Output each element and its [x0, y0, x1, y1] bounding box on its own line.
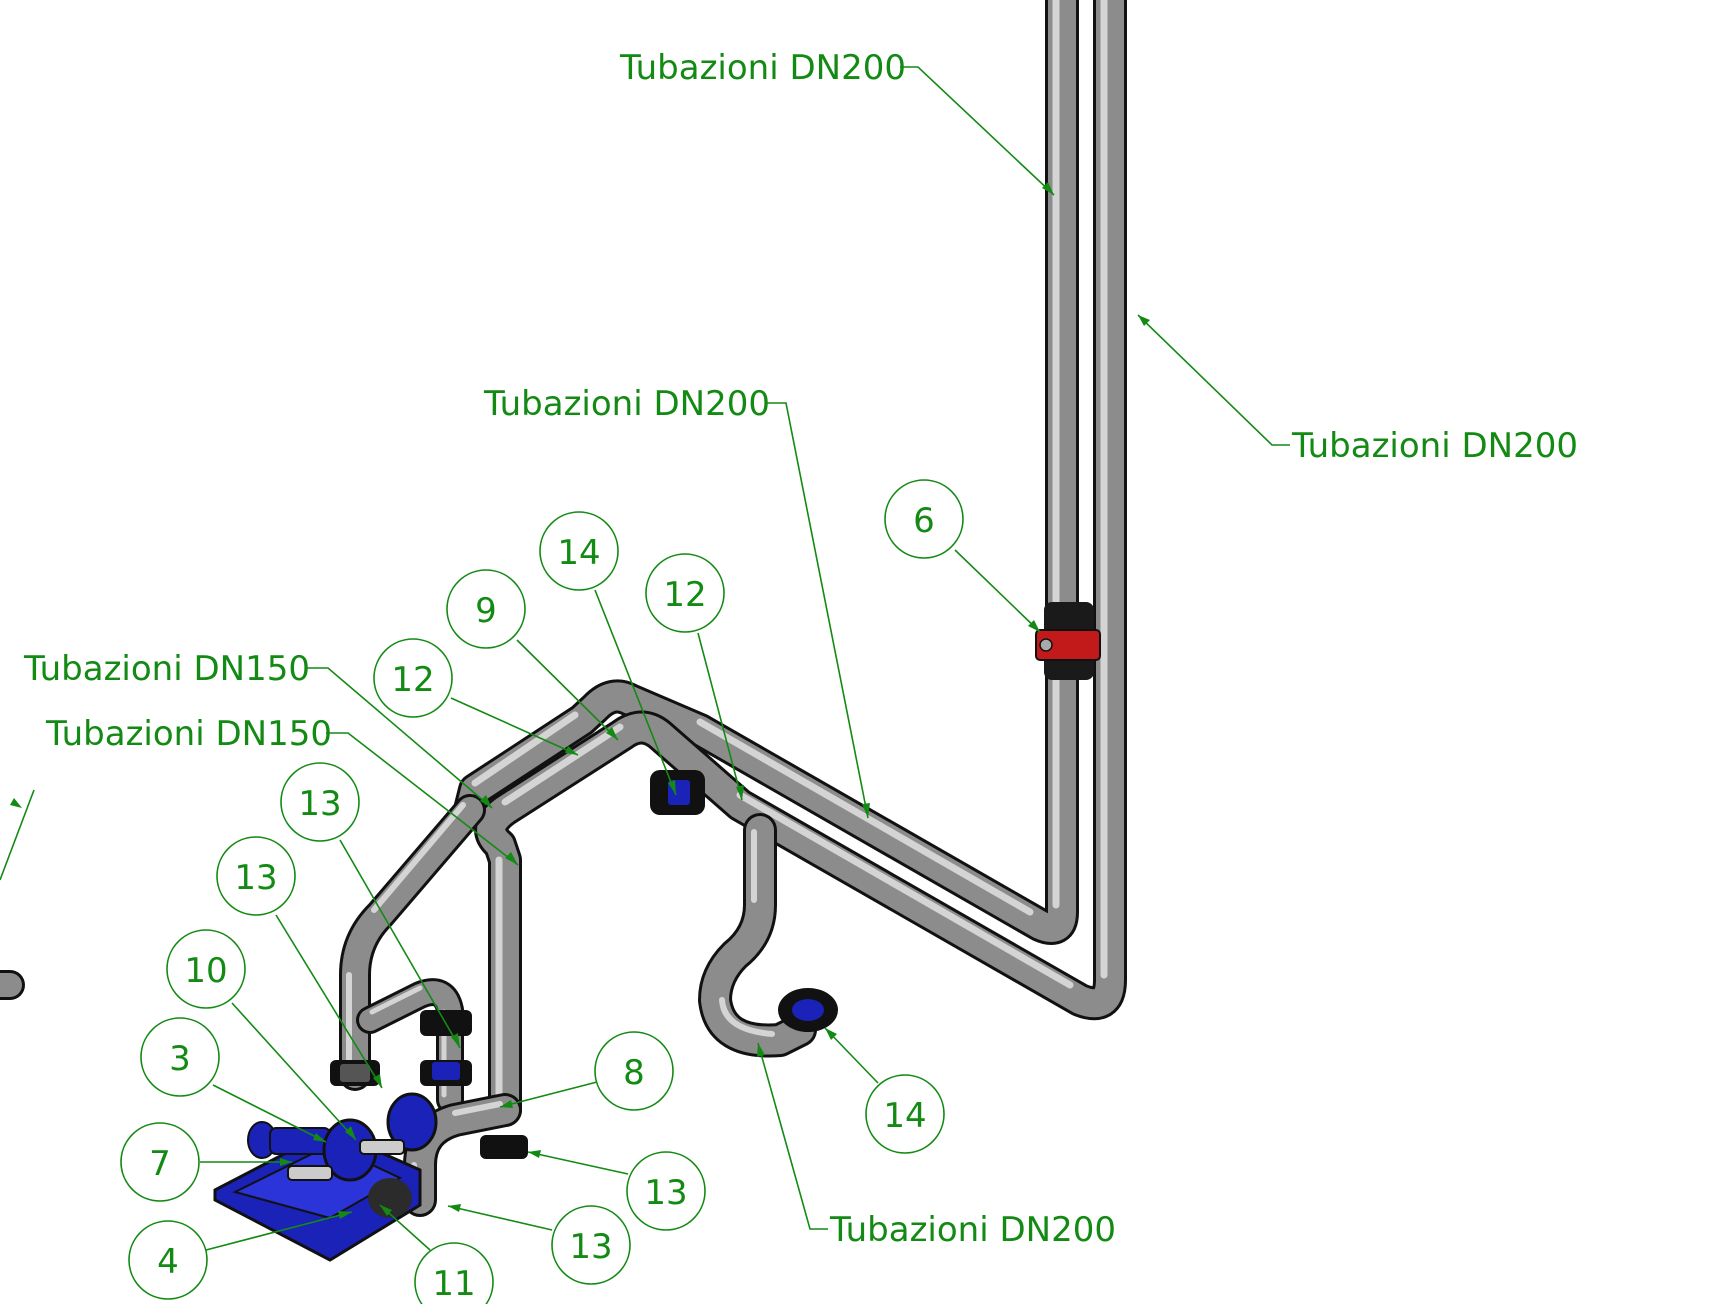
pipe-labels: Tubazioni DN200 Tubazioni DN200 Tubazion… [23, 48, 1578, 1250]
leader-12b [450, 697, 579, 756]
leader-lines [0, 66, 1290, 1251]
svg-text:7: 7 [149, 1144, 171, 1184]
item-balloons: 6 14 12 9 12 13 13 10 3 7 4 11 13 13 8 1… [120, 479, 964, 1304]
svg-text:3: 3 [169, 1039, 191, 1079]
flange-13-c [480, 1135, 528, 1159]
leader-13c [527, 1151, 629, 1175]
flange-13-a [330, 1060, 380, 1086]
balloon-14-bottom: 14 [865, 1074, 945, 1154]
svg-text:14: 14 [557, 533, 600, 573]
leader-3 [212, 1084, 327, 1143]
svg-text:12: 12 [391, 660, 434, 700]
leader-10 [231, 1002, 357, 1141]
leader-dn200-top [900, 66, 1055, 196]
svg-text:8: 8 [623, 1053, 645, 1093]
pipe-drop-sbend [698, 813, 817, 1058]
svg-text:13: 13 [298, 784, 341, 824]
pipe-network [0, 0, 1127, 1217]
leader-dn200-mid [766, 402, 869, 819]
leader-14a [594, 589, 677, 796]
leader-dn150-b [326, 732, 519, 866]
pipe-riser-front [474, 0, 1127, 1127]
pipe-riser-rear [453, 0, 1079, 945]
balloon-7: 7 [120, 1122, 200, 1202]
balloon-11: 11 [414, 1242, 494, 1304]
balloon-10: 10 [166, 929, 246, 1009]
leader-4 [205, 1211, 353, 1251]
balloon-8: 8 [594, 1031, 674, 1111]
balloon-13-right: 13 [626, 1151, 706, 1231]
label-dn150-a: Tubazioni DN150 [23, 649, 310, 689]
label-dn200-mid: Tubazioni DN200 [483, 384, 770, 424]
leader-dn200-bottom [757, 1042, 828, 1230]
balloon-13-left: 13 [216, 836, 296, 916]
balloon-13-bottom: 13 [551, 1205, 631, 1285]
leader-13a [339, 839, 461, 1049]
leader-dn200-right [1137, 314, 1290, 446]
leader-8 [499, 1081, 598, 1108]
label-dn200-bottom: Tubazioni DN200 [829, 1210, 1116, 1250]
balloon-6: 6 [884, 479, 964, 559]
flange-13-b [420, 1010, 472, 1086]
flange-valve-14-bottom [778, 988, 838, 1032]
check-valve-6 [1035, 602, 1101, 680]
label-dn150-b: Tubazioni DN150 [45, 714, 332, 754]
leader-left-edge [0, 789, 35, 881]
svg-text:9: 9 [475, 591, 497, 631]
svg-text:10: 10 [184, 951, 227, 991]
svg-text:13: 13 [234, 858, 277, 898]
svg-text:14: 14 [883, 1096, 926, 1136]
balloon-13-upper: 13 [280, 762, 360, 842]
balloon-4: 4 [128, 1220, 208, 1300]
leader-12a [697, 632, 743, 801]
balloon-9: 9 [446, 569, 526, 649]
leader-9 [516, 639, 619, 741]
svg-text:6: 6 [913, 501, 935, 541]
leader-6 [954, 549, 1041, 633]
pipe-loop-left [339, 794, 486, 1091]
label-dn200-right: Tubazioni DN200 [1291, 426, 1578, 466]
svg-text:11: 11 [432, 1264, 475, 1304]
balloon-14-top: 14 [539, 511, 619, 591]
svg-text:12: 12 [663, 575, 706, 615]
flange-valve-14-top [650, 770, 705, 815]
leader-dn150-a [306, 667, 493, 809]
leader-13d [447, 1205, 553, 1231]
label-dn200-top: Tubazioni DN200 [619, 48, 906, 88]
balloon-3: 3 [140, 1017, 220, 1097]
leader-13b [275, 914, 383, 1089]
balloon-12-left: 12 [373, 638, 453, 718]
svg-text:4: 4 [157, 1242, 179, 1282]
pump-skid [213, 1092, 438, 1262]
balloon-12-right: 12 [645, 553, 725, 633]
svg-text:13: 13 [644, 1173, 687, 1213]
equipment [213, 602, 1101, 1262]
svg-text:13: 13 [569, 1227, 612, 1267]
